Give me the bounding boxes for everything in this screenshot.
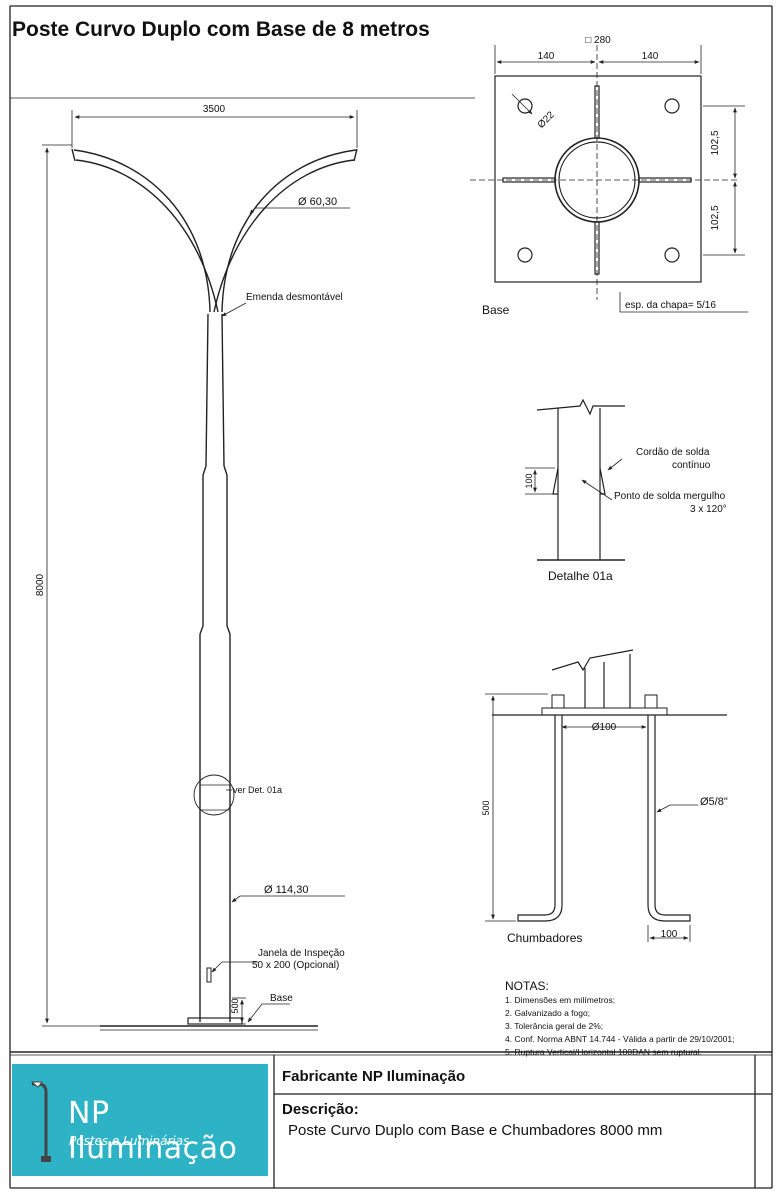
base-plate-dimensions: [470, 45, 748, 313]
weld-label-2: contínuo: [672, 460, 711, 471]
pole-elevation: [71, 148, 358, 1031]
note-5: 5. Ruptura Vertical/Horizontal 100DAN se…: [505, 1047, 702, 1057]
plate-lower-dim: 102,5: [710, 205, 721, 230]
spot-label-1: Ponto de solda mergulho: [614, 491, 726, 502]
anchor-depth-dim: 500: [481, 800, 491, 815]
plate-label: Base: [482, 303, 510, 317]
anchor-labels: 500 Ø100 Ø5/8" 100 Chumbadores: [481, 722, 728, 945]
plate-total-dim: □ 280: [585, 35, 611, 46]
anchor-dimensions: [485, 693, 698, 942]
note-1: 1. Dimensões em milímetros;: [505, 995, 615, 1005]
anchor-rod-diameter: Ø5/8": [700, 796, 728, 808]
detail-01a-annotations: [525, 458, 623, 501]
drawing-title: Poste Curvo Duplo com Base de 8 metros: [12, 18, 430, 41]
note-4: 4. Conf. Norma ABNT 14.744 - Válida a pa…: [505, 1034, 734, 1044]
dim-width: 3500: [203, 104, 226, 115]
logo-main-text: NP Iluminação: [68, 1096, 238, 1166]
sheet-frame: [9, 5, 773, 1189]
anchor-center-dim: Ø100: [592, 722, 617, 733]
spot-label-2: 3 x 120°: [690, 504, 727, 515]
weld-label-1: Cordão de solda: [636, 447, 710, 458]
detail-label: Detalhe 01a: [548, 569, 613, 583]
plate-upper-dim: 102,5: [710, 130, 721, 155]
detail-ref: ver Det. 01a: [233, 785, 282, 795]
dim-height: 8000: [35, 573, 46, 596]
plate-hole-diameter: Ø22: [536, 109, 557, 130]
description-label: Descrição:: [282, 1101, 359, 1118]
anchor-bolts: [492, 649, 727, 922]
anchor-label: Chumbadores: [507, 931, 582, 945]
detail-01a-labels: Cordão de solda contínuo 100 Ponto de so…: [524, 447, 727, 583]
base-label: Base: [270, 993, 293, 1004]
detail-01a: [536, 398, 625, 561]
anchor-hook-dim: 100: [661, 929, 678, 940]
plate-half-right: 140: [642, 51, 659, 62]
dim-base-height: 500: [230, 998, 240, 1013]
company-logo: NP Iluminação Postes e Luminárias: [12, 1064, 268, 1176]
note-2: 2. Galvanizado a fogo;: [505, 1008, 590, 1018]
plate-thickness: esp. da chapa= 5/16: [625, 300, 716, 311]
base-plate-labels: □ 280 140 140 Ø22 102,5 102,5 Base esp. …: [482, 35, 721, 317]
pole-dimensions: [42, 110, 358, 1027]
detail-height-dim: 100: [524, 473, 534, 488]
street-lamp-icon: [30, 1081, 51, 1162]
note-3: 3. Tolerância geral de 2%;: [505, 1021, 603, 1031]
notes-heading: NOTAS:: [505, 979, 549, 993]
logo-sub-text: Postes e Luminárias: [69, 1134, 190, 1148]
base-diameter: Ø 114,30: [264, 884, 308, 896]
joint-label: Emenda desmontável: [246, 292, 343, 303]
base-plate-plan: [494, 75, 702, 283]
window-label-1: Janela de Inspeção: [258, 948, 345, 959]
arm-diameter: Ø 60,30: [298, 196, 337, 208]
manufacturer: Fabricante NP Iluminação: [282, 1068, 466, 1085]
description-text: Poste Curvo Duplo com Base e Chumbadores…: [288, 1122, 663, 1139]
window-label-2: 50 x 200 (Opcional): [252, 960, 339, 971]
pole-labels: 3500 8000 Ø 60,30 Emenda desmontável ver…: [35, 104, 345, 1014]
plate-half-left: 140: [538, 51, 555, 62]
notes: NOTAS: 1. Dimensões em milímetros; 2. Ga…: [505, 979, 734, 1057]
